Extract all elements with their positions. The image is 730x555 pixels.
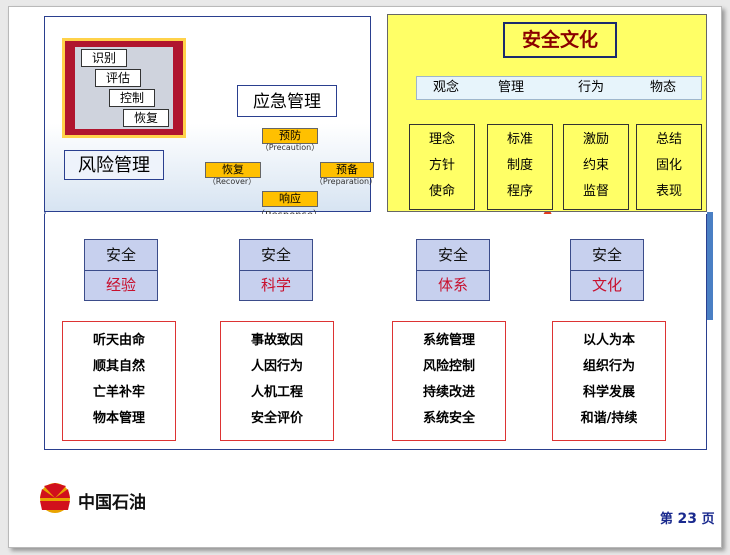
risk-step-recover: 恢复 xyxy=(123,109,169,127)
list-item: 安全评价 xyxy=(250,411,303,426)
culture-item: 制度 xyxy=(506,158,533,173)
safety-culture-title: 安全文化 xyxy=(503,22,617,58)
brand-name: 中国石油 xyxy=(78,493,146,513)
stage-system-top: 安全 xyxy=(417,240,489,271)
risk-steps-box: 识别 评估 控制 恢复 xyxy=(62,38,186,138)
culture-category-concept: 观念 xyxy=(432,80,459,95)
culture-items-behavior: 激励 约束 监督 xyxy=(563,124,629,210)
risk-management-title: 风险管理 xyxy=(64,150,164,180)
culture-item: 激励 xyxy=(582,132,609,147)
list-item: 人因行为 xyxy=(250,359,303,374)
page-suffix: 页 xyxy=(701,512,715,527)
cycle-recover: 恢复 xyxy=(205,162,261,178)
cycle-prevention: 预防 xyxy=(262,128,318,144)
culture-items-material: 总结 固化 表现 xyxy=(636,124,702,210)
culture-category-behavior: 行为 xyxy=(577,80,604,95)
stage-experience: 安全 经验 xyxy=(84,239,158,301)
page-prefix: 第 xyxy=(660,512,674,527)
culture-item: 监督 xyxy=(582,184,609,199)
list-item: 持续改进 xyxy=(422,385,475,400)
stage-experience-list: 听天由命 顺其自然 亡羊补牢 物本管理 xyxy=(62,321,176,441)
culture-item: 表现 xyxy=(655,184,682,199)
culture-item: 固化 xyxy=(655,158,682,173)
risk-step-control: 控制 xyxy=(109,89,155,107)
culture-item: 标准 xyxy=(506,132,533,147)
list-item: 系统管理 xyxy=(422,333,475,348)
stage-system: 安全 体系 xyxy=(416,239,490,301)
stage-science-bottom: 科学 xyxy=(260,276,291,294)
stage-science-top: 安全 xyxy=(240,240,312,271)
risk-step-identify: 识别 xyxy=(81,49,127,67)
cycle-recover-en: （Recover） xyxy=(207,177,257,186)
culture-category-bar xyxy=(416,76,702,100)
stage-science: 安全 科学 xyxy=(239,239,313,301)
culture-item: 总结 xyxy=(655,132,682,147)
cycle-prevention-en: （Precaution） xyxy=(260,143,320,152)
stage-culture: 安全 文化 xyxy=(570,239,644,301)
emergency-management-title: 应急管理 xyxy=(237,85,337,117)
cycle-preparation: 预备 xyxy=(320,162,374,178)
page-indicator: 第 23 页 xyxy=(660,508,715,527)
culture-item: 使命 xyxy=(428,184,455,199)
culture-item: 方针 xyxy=(428,158,455,173)
risk-steps-inner: 识别 评估 控制 恢复 xyxy=(75,47,173,129)
stage-system-bottom: 体系 xyxy=(437,276,468,294)
list-item: 科学发展 xyxy=(582,385,635,400)
petrochina-logo-icon xyxy=(40,483,70,513)
list-item: 亡羊补牢 xyxy=(92,385,145,400)
cycle-response: 响应 xyxy=(262,191,318,207)
list-item: 听天由命 xyxy=(92,333,145,348)
list-item: 风险控制 xyxy=(422,359,475,374)
stage-science-list: 事故致因 人因行为 人机工程 安全评价 xyxy=(220,321,334,441)
culture-items-management: 标准 制度 程序 xyxy=(487,124,553,210)
stage-experience-bottom: 经验 xyxy=(105,276,136,294)
list-item: 以人为本 xyxy=(582,333,635,348)
page-number: 23 xyxy=(677,511,698,527)
stage-culture-list: 以人为本 组织行为 科学发展 和谐/持续 xyxy=(552,321,666,441)
list-item: 组织行为 xyxy=(582,359,635,374)
culture-item: 程序 xyxy=(506,184,533,199)
list-item: 顺其自然 xyxy=(92,359,145,374)
list-item: 和谐/持续 xyxy=(580,411,638,426)
stage-culture-bottom: 文化 xyxy=(591,276,622,294)
side-accent-bar xyxy=(707,212,713,320)
list-item: 物本管理 xyxy=(92,411,145,426)
stage-system-list: 系统管理 风险控制 持续改进 系统安全 xyxy=(392,321,506,441)
culture-item: 理念 xyxy=(428,132,455,147)
list-item: 事故致因 xyxy=(250,333,303,348)
cycle-preparation-en: （Preparation） xyxy=(314,177,378,186)
culture-category-material: 物态 xyxy=(649,80,676,95)
culture-item: 约束 xyxy=(582,158,609,173)
culture-items-concept: 理念 方针 使命 xyxy=(409,124,475,210)
list-item: 系统安全 xyxy=(422,411,475,426)
stage-experience-top: 安全 xyxy=(85,240,157,271)
culture-category-management: 管理 xyxy=(497,80,524,95)
risk-step-assess: 评估 xyxy=(95,69,141,87)
list-item: 人机工程 xyxy=(250,385,303,400)
stage-culture-top: 安全 xyxy=(571,240,643,271)
